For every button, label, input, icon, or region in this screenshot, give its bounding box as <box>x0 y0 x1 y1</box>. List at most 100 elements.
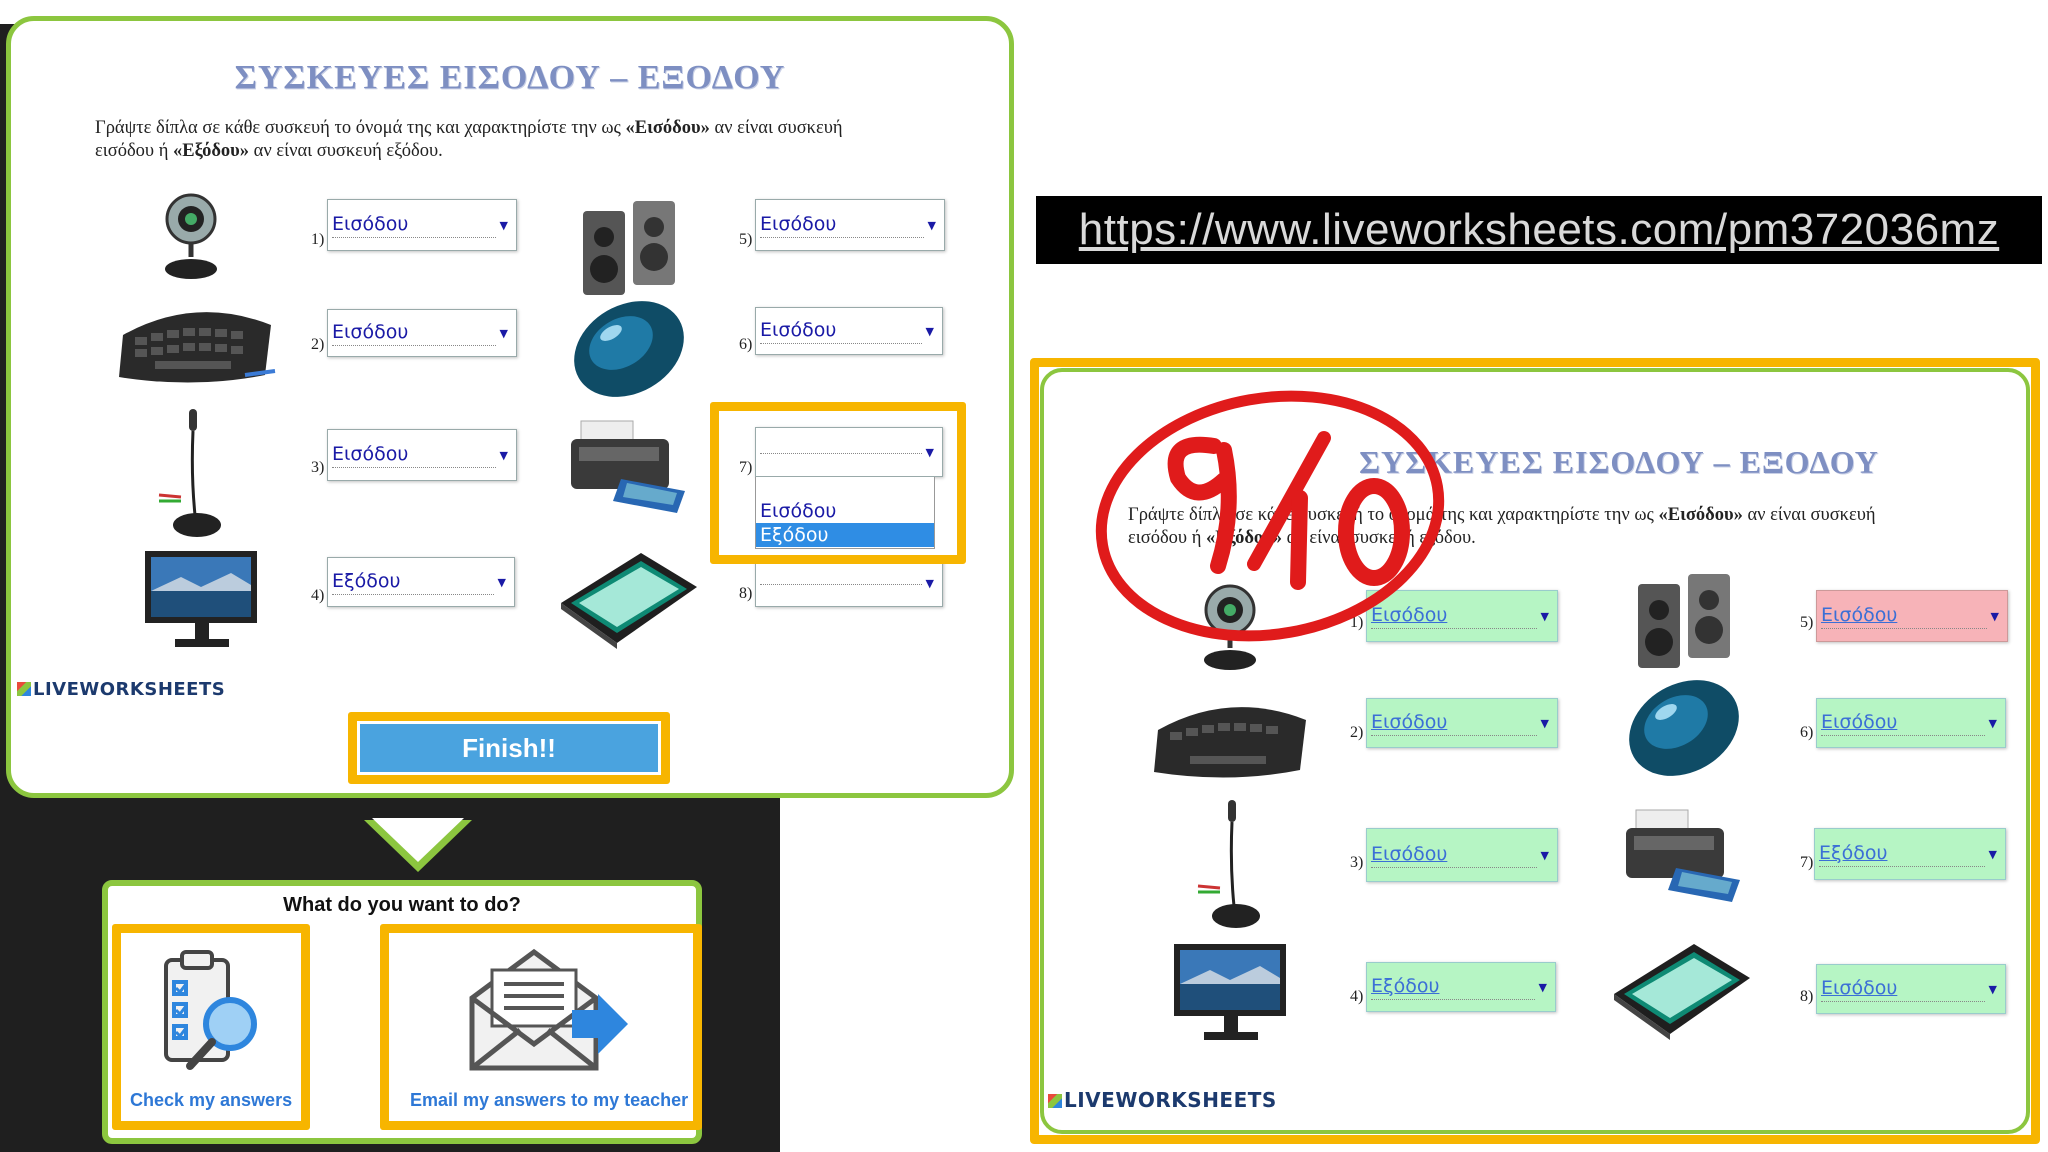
finish-button[interactable]: Finish!! <box>360 724 658 772</box>
answer-value-7 <box>760 451 922 454</box>
chevron-down-icon: ▼ <box>925 324 934 338</box>
item-number-4: 4) <box>311 587 325 604</box>
dropdown-highlight <box>710 402 966 564</box>
chevron-down-icon: ▼ <box>499 326 508 340</box>
microphone-icon <box>1190 796 1270 936</box>
item-number-3: 3) <box>311 459 325 476</box>
answer-value-2: Εισόδου <box>332 321 496 346</box>
chevron-down-icon: ▼ <box>497 575 506 589</box>
microphone-icon <box>151 405 231 545</box>
chevron-down-icon: ▼ <box>1988 982 1997 996</box>
result-title: ΣΥΣΚΕΥΕΣ ΕΙΣΟΔΟΥ – ΕΞΟΔΟΥ <box>1359 444 1879 480</box>
finish-highlight <box>348 712 670 784</box>
printer-icon <box>1622 806 1746 906</box>
result-answer-5: Εισόδου▼ <box>1816 590 2008 642</box>
result-value-8: Εισόδου <box>1821 977 1985 1002</box>
chevron-down-icon: ▼ <box>925 445 934 459</box>
item-number-5: 5) <box>739 231 753 248</box>
result-answer-7: Εξόδου▼ <box>1814 828 2006 880</box>
result-number-2: 2) <box>1350 724 1364 741</box>
scanner-icon <box>557 547 701 651</box>
scanner-icon <box>1610 938 1754 1042</box>
chevron-down-icon: ▼ <box>927 218 936 232</box>
result-answer-8: Εισόδου▼ <box>1816 964 2006 1014</box>
result-number-3: 3) <box>1350 854 1364 871</box>
result-value-4: Εξόδου <box>1371 975 1535 1000</box>
answer-select-4[interactable]: Εξόδου▼ <box>327 557 515 607</box>
result-answer-3: Εισόδου▼ <box>1366 828 1558 882</box>
result-value-1: Εισόδου <box>1371 604 1537 629</box>
email-send-icon[interactable] <box>468 948 632 1074</box>
answer-select-8[interactable]: ▼ <box>755 559 943 607</box>
answer-select-6[interactable]: Εισόδου▼ <box>755 307 943 355</box>
item-number-2: 2) <box>311 336 325 353</box>
answer-select-2[interactable]: Εισόδου▼ <box>327 309 517 357</box>
result-value-2: Εισόδου <box>1371 711 1537 736</box>
email-highlight <box>380 924 702 1130</box>
chevron-down-icon: ▼ <box>1988 716 1997 730</box>
result-number-4: 4) <box>1350 988 1364 1005</box>
chevron-down-icon: ▼ <box>1538 980 1547 994</box>
dropdown-options-list: Εισόδου Εξόδου <box>755 477 935 549</box>
dropdown-option-output[interactable]: Εξόδου <box>756 523 934 547</box>
logo-mark-icon <box>17 682 31 696</box>
monitor-icon <box>141 547 265 659</box>
action-dialog-title: What do you want to do? <box>283 894 521 916</box>
result-value-6: Εισόδου <box>1821 711 1985 736</box>
answer-value-5: Εισόδου <box>760 213 924 238</box>
result-number-5: 5) <box>1800 614 1814 631</box>
answer-value-6: Εισόδου <box>760 319 922 344</box>
result-number-6: 6) <box>1800 724 1814 741</box>
result-answer-4: Εξόδου▼ <box>1366 962 1556 1012</box>
keyboard-icon <box>115 285 279 395</box>
dropdown-option-input[interactable]: Εισόδου <box>760 500 837 522</box>
result-answer-1: Εισόδου▼ <box>1366 590 1558 642</box>
check-answers-label[interactable]: Check my answers <box>130 1090 293 1110</box>
speakers-icon <box>1632 570 1736 674</box>
chevron-down-icon: ▼ <box>499 448 508 462</box>
check-highlight <box>112 924 310 1130</box>
clipboard-check-icon[interactable] <box>160 948 266 1074</box>
speakers-icon <box>577 197 681 301</box>
answer-select-7[interactable]: ▼ <box>755 427 943 477</box>
item-number-7: 7) <box>739 459 753 476</box>
result-value-5: Εισόδου <box>1821 604 1987 629</box>
worksheet-instructions: Γράψτε δίπλα σε κάθε συσκευή το όνομά τη… <box>95 118 843 162</box>
callout-pointer-inner <box>372 818 464 862</box>
item-number-8: 8) <box>739 585 753 602</box>
result-answer-2: Εισόδου▼ <box>1366 698 1558 748</box>
monitor-icon <box>1170 940 1294 1052</box>
result-value-3: Εισόδου <box>1371 843 1537 868</box>
chevron-down-icon: ▼ <box>1540 716 1549 730</box>
answer-value-3: Εισόδου <box>332 443 496 468</box>
answer-value-8 <box>760 582 922 585</box>
chevron-down-icon: ▼ <box>1540 609 1549 623</box>
result-number-8: 8) <box>1800 988 1814 1005</box>
result-number-7: 7) <box>1800 854 1814 871</box>
answer-select-3[interactable]: Εισόδου▼ <box>327 429 517 481</box>
worksheet-url-link[interactable]: https://www.liveworksheets.com/pm372036m… <box>1078 205 2000 254</box>
mouse-icon <box>1622 676 1746 778</box>
chevron-down-icon: ▼ <box>1988 847 1997 861</box>
score-mark <box>1095 390 1445 642</box>
item-number-6: 6) <box>739 336 753 353</box>
printer-icon <box>567 417 691 517</box>
keyboard-icon <box>1148 678 1316 792</box>
chevron-down-icon: ▼ <box>499 218 508 232</box>
liveworksheets-logo: LIVEWORKSHEETS <box>1048 1088 1277 1112</box>
answer-select-1[interactable]: Εισόδου▼ <box>327 199 517 251</box>
chevron-down-icon: ▼ <box>1540 848 1549 862</box>
url-banner: https://www.liveworksheets.com/pm372036m… <box>1036 196 2042 264</box>
answer-value-4: Εξόδου <box>332 570 494 595</box>
mouse-icon <box>567 297 691 399</box>
result-answer-6: Εισόδου▼ <box>1816 698 2006 748</box>
answer-select-5[interactable]: Εισόδου▼ <box>755 199 945 251</box>
result-value-7: Εξόδου <box>1819 842 1985 867</box>
webcam-icon <box>151 185 231 285</box>
email-teacher-label[interactable]: Email my answers to my teacher <box>410 1090 689 1110</box>
worksheet-title: ΣΥΣΚΕΥΕΣ ΕΙΣΟΔΟΥ – ΕΞΟΔΟΥ <box>234 59 786 96</box>
answer-value-1: Εισόδου <box>332 213 496 238</box>
item-number-1: 1) <box>311 231 325 248</box>
chevron-down-icon: ▼ <box>925 576 934 590</box>
chevron-down-icon: ▼ <box>1990 609 1999 623</box>
